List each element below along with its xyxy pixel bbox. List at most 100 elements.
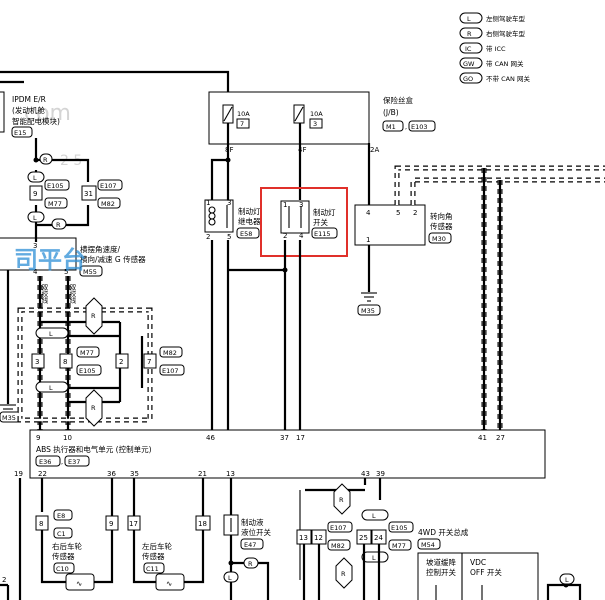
yaw-sensor-conn: M55 [83, 268, 97, 276]
tag-r-3 [85, 297, 103, 335]
fwd-conn-tag [417, 538, 441, 550]
fwd-pin-24: 24 [374, 534, 383, 542]
brake-switch-p3: 3 [299, 201, 303, 209]
legend-text-r: 右侧驾驶车型 [486, 29, 526, 38]
wire-bottom-left [0, 583, 10, 600]
steer-sensor-p5: 5 [396, 209, 400, 217]
fuse-box-sub: (J/B) [383, 108, 399, 117]
tag-l-4wd-1 [361, 509, 389, 521]
brake-relay-conn: E58 [240, 230, 252, 238]
brake-relay-conn-tag [236, 227, 260, 239]
tag-l-3-text: L [49, 330, 53, 338]
tag-l-fluid-text: L [228, 574, 232, 582]
legend-tag-gw [459, 57, 483, 69]
abs-conn2: E37 [68, 458, 80, 466]
legend-code-ic: IC [465, 45, 472, 53]
brake-relay-p2: 2 [206, 233, 210, 241]
abs-pin-top-41: 41 [478, 434, 487, 442]
legend: L 左侧驾驶车型 R 右侧驾驶车型 IC 带 ICC GW 带 CAN 网关 G… [459, 12, 530, 84]
brake-relay-name1: 制动灯 [238, 206, 261, 216]
rr-name1: 右后车轮 [52, 541, 82, 551]
pin-box-3-mid [31, 353, 45, 369]
steer-sensor-conn: M30 [432, 235, 446, 243]
wire-cage [40, 320, 120, 404]
legend-text-l: 左侧驾驶车型 [486, 14, 526, 23]
abs-pin-bot-21: 21 [198, 470, 207, 478]
pin-box-7-mid [143, 353, 157, 369]
brake-relay: 1 3 2 5 制动灯 继电器 E58 [204, 199, 261, 241]
conn-e105-left: E105 [47, 182, 64, 190]
mid-conn-m77: M77 [80, 349, 94, 357]
mid-pin-7: 7 [147, 358, 151, 366]
steer-sensor-p1: 1 [366, 236, 370, 244]
brake-relay-p1: 1 [206, 199, 210, 207]
lr-pin-18: 18 [198, 520, 207, 528]
tag-l-1-text: L [33, 174, 37, 182]
mid-pin-3: 3 [35, 358, 39, 366]
steer-sensor-p2: 2 [413, 209, 417, 217]
abs-unit-frame [29, 429, 546, 479]
fluid-conn-tag [240, 538, 264, 550]
tag-r-4wd-1-text: R [339, 496, 344, 504]
mid-conn-e105: E105 [79, 367, 96, 375]
fuse-box-frame [208, 91, 370, 145]
legend-tag-ic [459, 42, 483, 54]
fwd-m77-tag [388, 539, 412, 551]
abs-pin-top-9: 9 [36, 434, 40, 442]
fuse-box-pin-8f: 8F [225, 146, 233, 154]
ground-symbol-left: M35 [0, 404, 21, 423]
abs-pin-bot-39: 39 [376, 470, 385, 478]
fuse-2-amp: 10A [310, 110, 323, 118]
brake-fluid-switch: 制动液 液位开关 E47 [223, 514, 271, 550]
ground-m35: M35 [361, 307, 375, 315]
abs-pin-bot-35: 35 [130, 470, 139, 478]
lr-conn: C11 [146, 565, 159, 573]
legend-tag-go [459, 72, 483, 84]
yaw-sensor-conn-tag [79, 265, 103, 277]
tag-r-1 [39, 153, 53, 165]
rr-conn-tag [53, 562, 75, 574]
rr-sensor-icon: ∿ [76, 579, 82, 588]
abs-pin-bot-19: 19 [14, 470, 23, 478]
legend-code-r: R [467, 30, 472, 38]
yaw-sensor-name1: 横摆角速度/ [80, 244, 120, 254]
watermark-faint: com [24, 101, 71, 126]
wire-lr [132, 530, 205, 584]
fuse-2-no: 3 [313, 120, 317, 128]
fwd-m82-tag [327, 539, 351, 551]
yaw-rate-sensor: 3 4 5 横摆角速度/ 横向/减速 G 传感器 M55 [0, 237, 146, 277]
abs-name: ABS 执行器和电气单元 (控制单元) [36, 444, 152, 454]
steer-sensor-name2: 传感器 [430, 221, 453, 231]
pin-2-bl: 2 [2, 576, 6, 584]
fuse-2-no-tag [309, 118, 323, 129]
right-rear-wheel-sensor: E8 8 C1 9 右后车轮 传感器 C10 ∿ [35, 509, 119, 591]
tag-r-4wd-2-text: R [341, 570, 346, 578]
pin-box-9 [29, 185, 43, 201]
pin-box-8-mid [59, 353, 73, 369]
wire-4wd-down [302, 544, 381, 600]
legend-code-gw: GW [463, 60, 475, 68]
fuse-box: 10A 7 10A 3 保险丝盒 (J/B) M1 , E103 8F 4F 2… [208, 91, 436, 154]
tag-l-4wd-2 [361, 551, 389, 563]
watermark-blue: 司平台 [14, 246, 86, 274]
abs-conn1: E36 [39, 458, 51, 466]
fuse-1-amp: 10A [237, 110, 250, 118]
steer-sensor-conn-tag [428, 232, 452, 244]
can-shield-right-top-in [395, 166, 605, 205]
wire-fluid [229, 535, 270, 600]
brake-switch-conn-tag [311, 227, 338, 239]
fuse-1-no: 7 [240, 120, 244, 128]
fwd-sub1a: 坡道缓降 [426, 557, 456, 567]
fluid-name2: 液位开关 [241, 527, 271, 537]
fwd-e105: E105 [391, 524, 408, 532]
wire-left-branch [36, 158, 90, 227]
ipdm-module: IPDM E/R (发动机舱 智能配电模块) E15 [0, 91, 60, 138]
can-shield-right-2-in [411, 178, 605, 205]
wire-bottom-right [546, 583, 582, 600]
fwd-pin-12: 12 [314, 534, 323, 542]
pin-9: 9 [33, 190, 37, 198]
ground-m35-left: M35 [2, 414, 16, 422]
brake-relay-p3: 3 [227, 199, 231, 207]
rr-name2: 传感器 [52, 551, 75, 561]
steer-sensor-name1: 转向角 [430, 211, 453, 221]
